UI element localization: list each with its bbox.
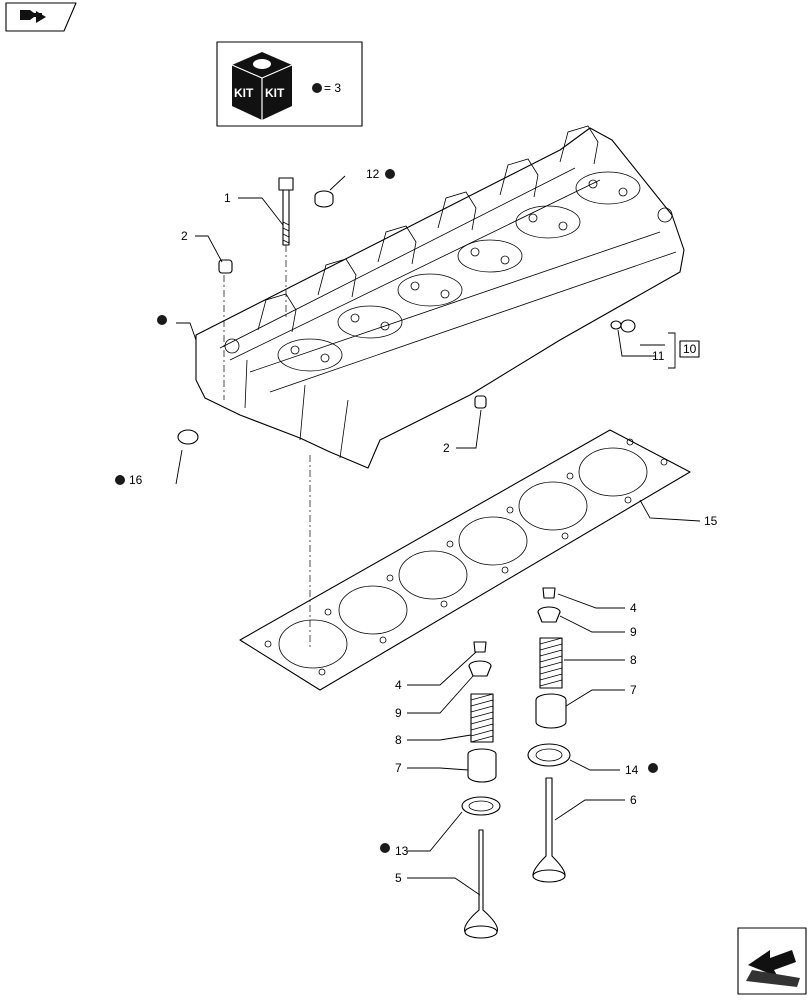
callout-12: 12 — [366, 167, 380, 181]
book-arrow-icon[interactable] — [5, 2, 77, 32]
head-bolt[interactable] — [278, 177, 294, 246]
next-page-arrow-icon[interactable] — [737, 927, 807, 995]
kit-dot-icon — [380, 843, 390, 853]
valve-left[interactable] — [464, 829, 498, 939]
valve-collet-right[interactable] — [542, 587, 556, 599]
head-gasket[interactable] — [239, 429, 691, 691]
callout-2: 2 — [443, 441, 450, 455]
kit-label-right: KIT — [265, 86, 285, 100]
callout-8: 8 — [395, 733, 402, 747]
callout-2: 2 — [181, 229, 188, 243]
callout-7: 7 — [630, 683, 637, 697]
valve-seat-left[interactable] — [461, 796, 501, 816]
callout-4: 4 — [630, 601, 637, 615]
plug-fitting[interactable] — [610, 319, 636, 333]
dowel-pin-lower[interactable] — [474, 395, 487, 409]
expansion-plug-16[interactable] — [177, 429, 199, 445]
callout-14: 14 — [625, 763, 639, 777]
spring-retainer-left[interactable] — [468, 660, 492, 677]
callout-6: 6 — [630, 793, 637, 807]
kit-dot-icon — [157, 315, 167, 325]
kit-legend: KIT KIT = 3 — [216, 41, 363, 127]
callout-7: 7 — [395, 761, 402, 775]
kit-dot-icon — [385, 169, 395, 179]
callout-8: 8 — [630, 653, 637, 667]
kit-box-icon: KIT KIT — [231, 52, 293, 120]
kit-dot-icon — [115, 475, 125, 485]
valve-spring-right[interactable] — [539, 637, 563, 689]
dowel-pin[interactable] — [218, 259, 233, 274]
valve-seal-right[interactable] — [535, 693, 567, 729]
callout-13: 13 — [395, 844, 409, 858]
callout-10-box — [679, 340, 700, 358]
valve-seal-left[interactable] — [467, 748, 497, 783]
kit-dot-icon — [312, 83, 322, 93]
kit-dot-icon — [648, 763, 658, 773]
expansion-plug-12[interactable] — [314, 190, 334, 208]
kit-label-left: KIT — [234, 86, 254, 100]
callout-16: 16 — [129, 473, 143, 487]
callout-5: 5 — [395, 871, 402, 885]
cylinder-head[interactable] — [195, 125, 685, 469]
valve-spring-left[interactable] — [470, 693, 494, 743]
callout-4: 4 — [395, 678, 402, 692]
valve-right[interactable] — [532, 777, 566, 883]
callout-9: 9 — [630, 625, 637, 639]
callout-10: 10 — [683, 342, 697, 356]
kit-equals-text: = 3 — [324, 81, 341, 95]
valve-collet-left[interactable] — [473, 641, 487, 653]
callout-15: 15 — [704, 514, 718, 528]
valve-seat-right[interactable] — [527, 743, 571, 767]
callout-11: 11 — [652, 349, 665, 363]
callout-1: 1 — [224, 191, 231, 205]
callout-9: 9 — [395, 706, 402, 720]
spring-retainer-right[interactable] — [537, 606, 561, 623]
leader-lines — [175, 175, 701, 896]
